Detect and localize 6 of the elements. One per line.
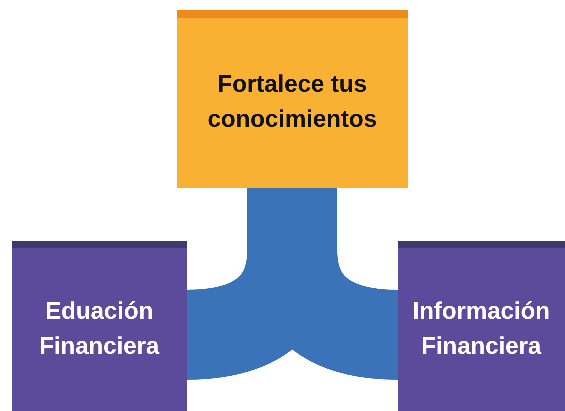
topic-box xyxy=(177,10,408,188)
topic-box xyxy=(12,241,187,411)
topic-label: Eduación Financiera xyxy=(38,296,161,362)
topic-label: Fortalece tus conocimientos xyxy=(206,70,378,135)
topic-box xyxy=(398,241,565,411)
topic-label: Información Financiera xyxy=(412,296,552,362)
